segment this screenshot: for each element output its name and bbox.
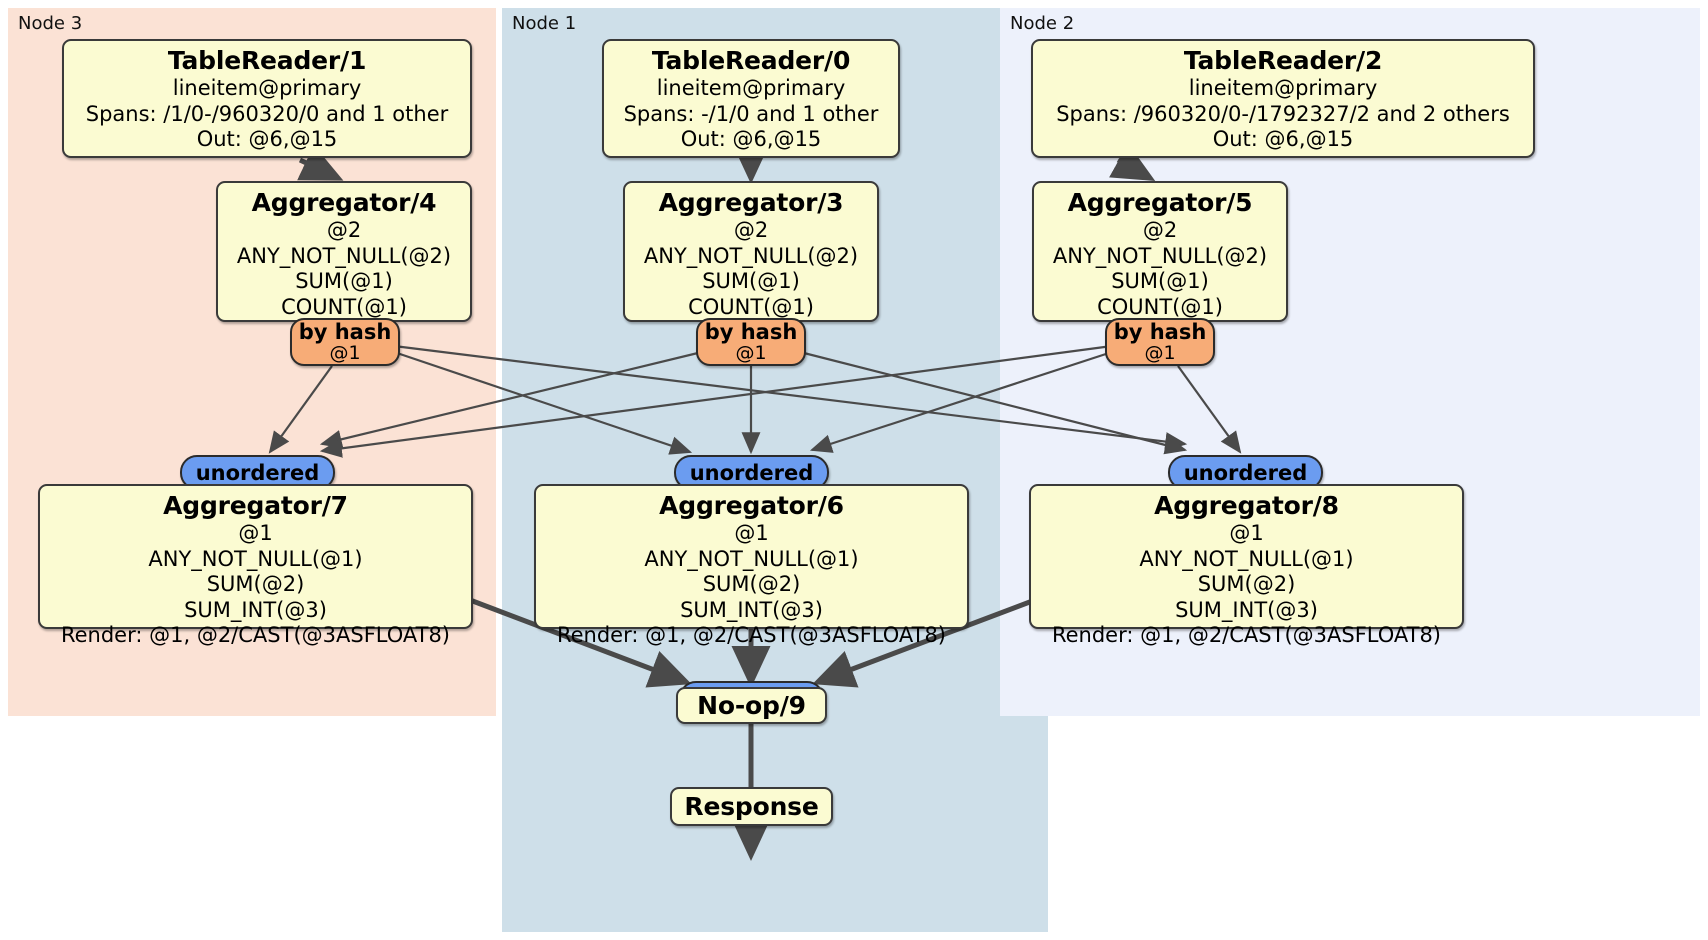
- processor-line: SUM_INT(@3): [680, 597, 823, 622]
- router-column: @1: [735, 341, 767, 364]
- processor-title: No-op/9: [697, 690, 806, 720]
- region-node-1-label: Node 1: [512, 13, 577, 34]
- processor-aggregator-7[interactable]: Aggregator/7 @1 ANY_NOT_NULL(@1) SUM(@2)…: [38, 484, 473, 647]
- processor-response[interactable]: Response: [670, 787, 833, 826]
- processor-line: SUM(@1): [702, 269, 800, 293]
- processor-line: Out: @6,@15: [196, 127, 338, 151]
- region-node-3-label: Node 3: [18, 13, 83, 34]
- processor-line: Out: @6,@15: [680, 127, 822, 151]
- processor-line: ANY_NOT_NULL(@2): [1052, 243, 1268, 268]
- processor-title: Aggregator/6: [659, 491, 844, 520]
- router-by-hash-node2[interactable]: by hash @1: [1105, 318, 1215, 366]
- processor-line: @1: [734, 521, 769, 545]
- processor-aggregator-6[interactable]: Aggregator/6 @1 ANY_NOT_NULL(@1) SUM(@2)…: [534, 484, 969, 647]
- synchronizer-label: unordered: [1183, 460, 1308, 485]
- processor-line: ANY_NOT_NULL(@1): [644, 546, 859, 571]
- processor-line: SUM(@1): [295, 269, 393, 293]
- router-column: @1: [329, 341, 361, 364]
- synchronizer-label: unordered: [195, 460, 320, 485]
- router-column: @1: [1144, 341, 1176, 364]
- processor-aggregator-3[interactable]: Aggregator/3 @2 ANY_NOT_NULL(@2) SUM(@1)…: [623, 181, 879, 322]
- processor-line: COUNT(@1): [281, 294, 407, 319]
- processor-line: Spans: /1/0-/960320/0 and 1 other: [85, 101, 449, 126]
- processor-title: TableReader/1: [167, 46, 367, 75]
- processor-title: Aggregator/4: [251, 188, 437, 217]
- processor-line: SUM(@2): [206, 572, 305, 596]
- processor-line: @2: [326, 218, 362, 242]
- processor-tablereader-1[interactable]: TableReader/1 lineitem@primary Spans: /1…: [62, 39, 472, 158]
- processor-line: SUM_INT(@3): [1175, 597, 1318, 622]
- router-by-hash-node3[interactable]: by hash @1: [290, 318, 400, 366]
- processor-line: COUNT(@1): [1097, 294, 1223, 319]
- processor-aggregator-5[interactable]: Aggregator/5 @2 ANY_NOT_NULL(@2) SUM(@1)…: [1032, 181, 1288, 322]
- processor-title: Aggregator/8: [1154, 491, 1339, 520]
- processor-title: TableReader/2: [1183, 46, 1383, 75]
- router-label: by hash: [1113, 319, 1207, 344]
- processor-line: Spans: /960320/0-/1792327/2 and 2 others: [1056, 101, 1510, 126]
- processor-line: Render: @1, @2/CAST(@3ASFLOAT8): [1051, 623, 1442, 647]
- router-by-hash-node1[interactable]: by hash @1: [696, 318, 806, 366]
- processor-title: Aggregator/7: [163, 491, 348, 520]
- processor-line: COUNT(@1): [688, 294, 814, 319]
- processor-title: Aggregator/3: [658, 188, 844, 217]
- processor-line: ANY_NOT_NULL(@1): [148, 546, 363, 571]
- processor-title: TableReader/0: [651, 46, 851, 75]
- processor-line: Spans: -/1/0 and 1 other: [623, 101, 879, 126]
- processor-line: @2: [1142, 218, 1178, 242]
- processor-aggregator-8[interactable]: Aggregator/8 @1 ANY_NOT_NULL(@1) SUM(@2)…: [1029, 484, 1464, 647]
- router-label: by hash: [298, 319, 392, 344]
- processor-line: ANY_NOT_NULL(@1): [1139, 546, 1354, 571]
- processor-line: @1: [238, 521, 273, 545]
- processor-line: ANY_NOT_NULL(@2): [643, 243, 859, 268]
- processor-line: @2: [733, 218, 769, 242]
- processor-line: SUM(@2): [1197, 572, 1296, 596]
- synchronizer-label: unordered: [689, 460, 814, 485]
- processor-line: SUM(@2): [702, 572, 801, 596]
- processor-noop-9[interactable]: No-op/9: [676, 687, 827, 724]
- processor-aggregator-4[interactable]: Aggregator/4 @2 ANY_NOT_NULL(@2) SUM(@1)…: [216, 181, 472, 322]
- processor-line: lineitem@primary: [656, 76, 846, 100]
- processor-tablereader-2[interactable]: TableReader/2 lineitem@primary Spans: /9…: [1031, 39, 1535, 158]
- processor-line: @1: [1229, 521, 1264, 545]
- processor-title: Response: [684, 791, 819, 821]
- processor-line: lineitem@primary: [172, 76, 362, 100]
- processor-line: Out: @6,@15: [1212, 127, 1354, 151]
- processor-tablereader-0[interactable]: TableReader/0 lineitem@primary Spans: -/…: [602, 39, 900, 158]
- processor-line: Render: @1, @2/CAST(@3ASFLOAT8): [60, 623, 451, 647]
- processor-line: lineitem@primary: [1188, 76, 1378, 100]
- processor-line: SUM(@1): [1111, 269, 1209, 293]
- processor-title: Aggregator/5: [1067, 188, 1253, 217]
- region-node-2-label: Node 2: [1010, 13, 1075, 34]
- router-label: by hash: [704, 319, 798, 344]
- processor-line: ANY_NOT_NULL(@2): [236, 243, 452, 268]
- processor-line: SUM_INT(@3): [184, 597, 327, 622]
- processor-line: Render: @1, @2/CAST(@3ASFLOAT8): [556, 623, 947, 647]
